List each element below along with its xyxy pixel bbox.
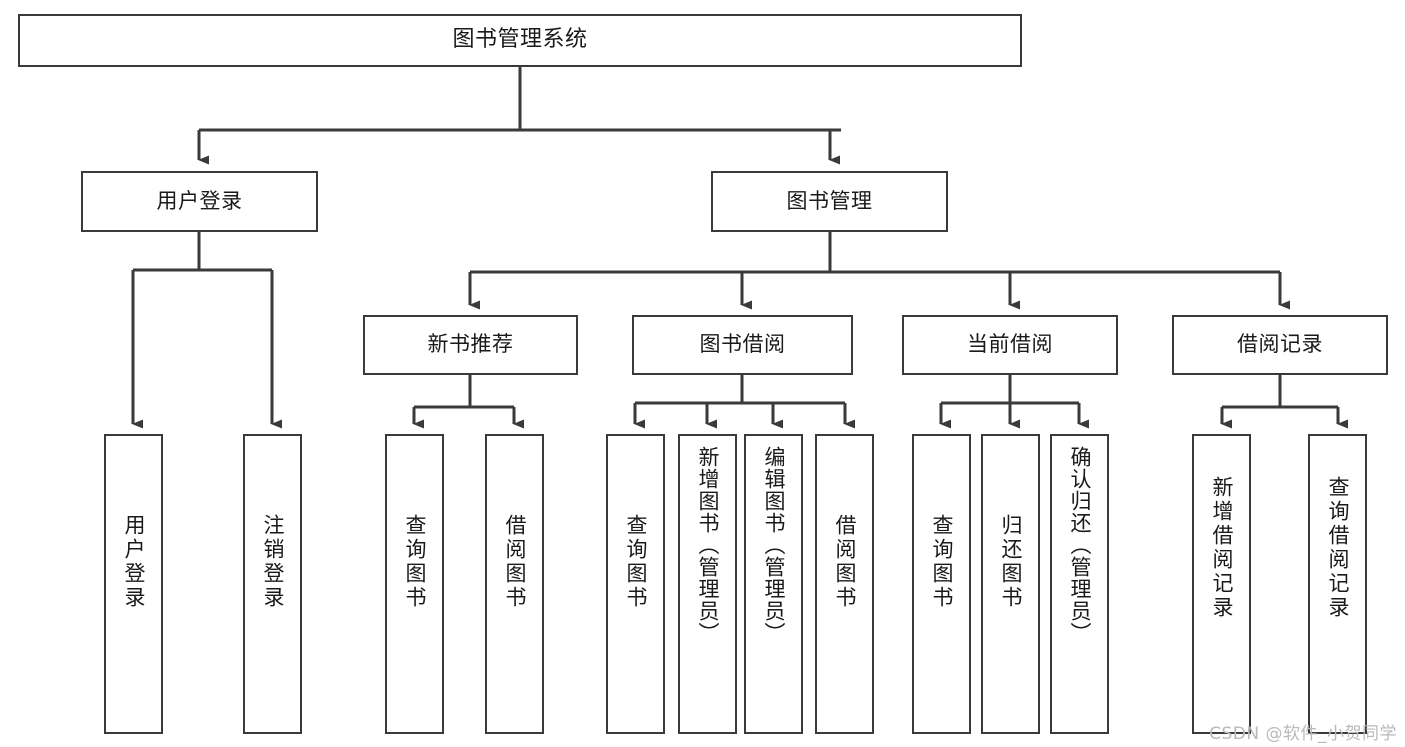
node-label: 图书管理 <box>786 188 873 213</box>
node-label: 图书管理系统 <box>452 27 588 53</box>
leaf-query-book-current[interactable]: 查询图书 <box>912 434 971 734</box>
node-book-management[interactable]: 图书管理 <box>711 171 948 232</box>
node-label: 查询图书 <box>403 514 427 610</box>
node-new-book-recommend[interactable]: 新书推荐 <box>363 315 578 375</box>
node-label: 用户登录 <box>156 188 243 213</box>
leaf-logout[interactable]: 注销登录 <box>243 434 302 734</box>
node-root-book-management-system[interactable]: 图书管理系统 <box>18 14 1022 67</box>
leaf-user-login[interactable]: 用户登录 <box>104 434 163 734</box>
node-label: 当前借阅 <box>967 332 1053 357</box>
leaf-borrow-book[interactable]: 借阅图书 <box>815 434 874 734</box>
leaf-query-book-borrow[interactable]: 查询图书 <box>606 434 665 734</box>
node-user-login[interactable]: 用户登录 <box>81 171 318 232</box>
leaf-add-book-admin[interactable]: 新增图书（管理员） <box>678 434 737 734</box>
leaf-borrow-book-recommend[interactable]: 借阅图书 <box>485 434 544 734</box>
node-book-borrow[interactable]: 图书借阅 <box>632 315 853 375</box>
node-label: 查询图书 <box>624 514 648 610</box>
leaf-return-book[interactable]: 归还图书 <box>981 434 1040 734</box>
node-current-borrow[interactable]: 当前借阅 <box>902 315 1118 375</box>
node-label: 新书推荐 <box>427 332 514 357</box>
node-label: 编辑图书（管理员） <box>762 446 786 644</box>
node-label: 注销登录 <box>261 514 285 610</box>
node-label: 借阅记录 <box>1237 332 1323 357</box>
node-label: 查询借阅记录 <box>1326 476 1350 620</box>
node-label: 借阅图书 <box>503 514 527 610</box>
csdn-watermark: CSDN @软件_小贺同学 <box>1209 724 1397 744</box>
leaf-query-book-recommend[interactable]: 查询图书 <box>385 434 444 734</box>
node-label: 用户登录 <box>122 514 146 610</box>
node-label: 查询图书 <box>930 514 954 610</box>
node-label: 归还图书 <box>999 514 1023 610</box>
node-label: 图书借阅 <box>699 332 786 357</box>
node-label: 新增借阅记录 <box>1210 476 1234 620</box>
leaf-confirm-return-admin[interactable]: 确认归还（管理员） <box>1050 434 1109 734</box>
leaf-query-borrow-record[interactable]: 查询借阅记录 <box>1308 434 1367 734</box>
node-label: 新增图书（管理员） <box>696 446 720 644</box>
leaf-add-borrow-record[interactable]: 新增借阅记录 <box>1192 434 1251 734</box>
node-borrow-record[interactable]: 借阅记录 <box>1172 315 1388 375</box>
node-label: 确认归还（管理员） <box>1068 446 1092 644</box>
node-label: 借阅图书 <box>833 514 857 610</box>
leaf-edit-book-admin[interactable]: 编辑图书（管理员） <box>744 434 803 734</box>
